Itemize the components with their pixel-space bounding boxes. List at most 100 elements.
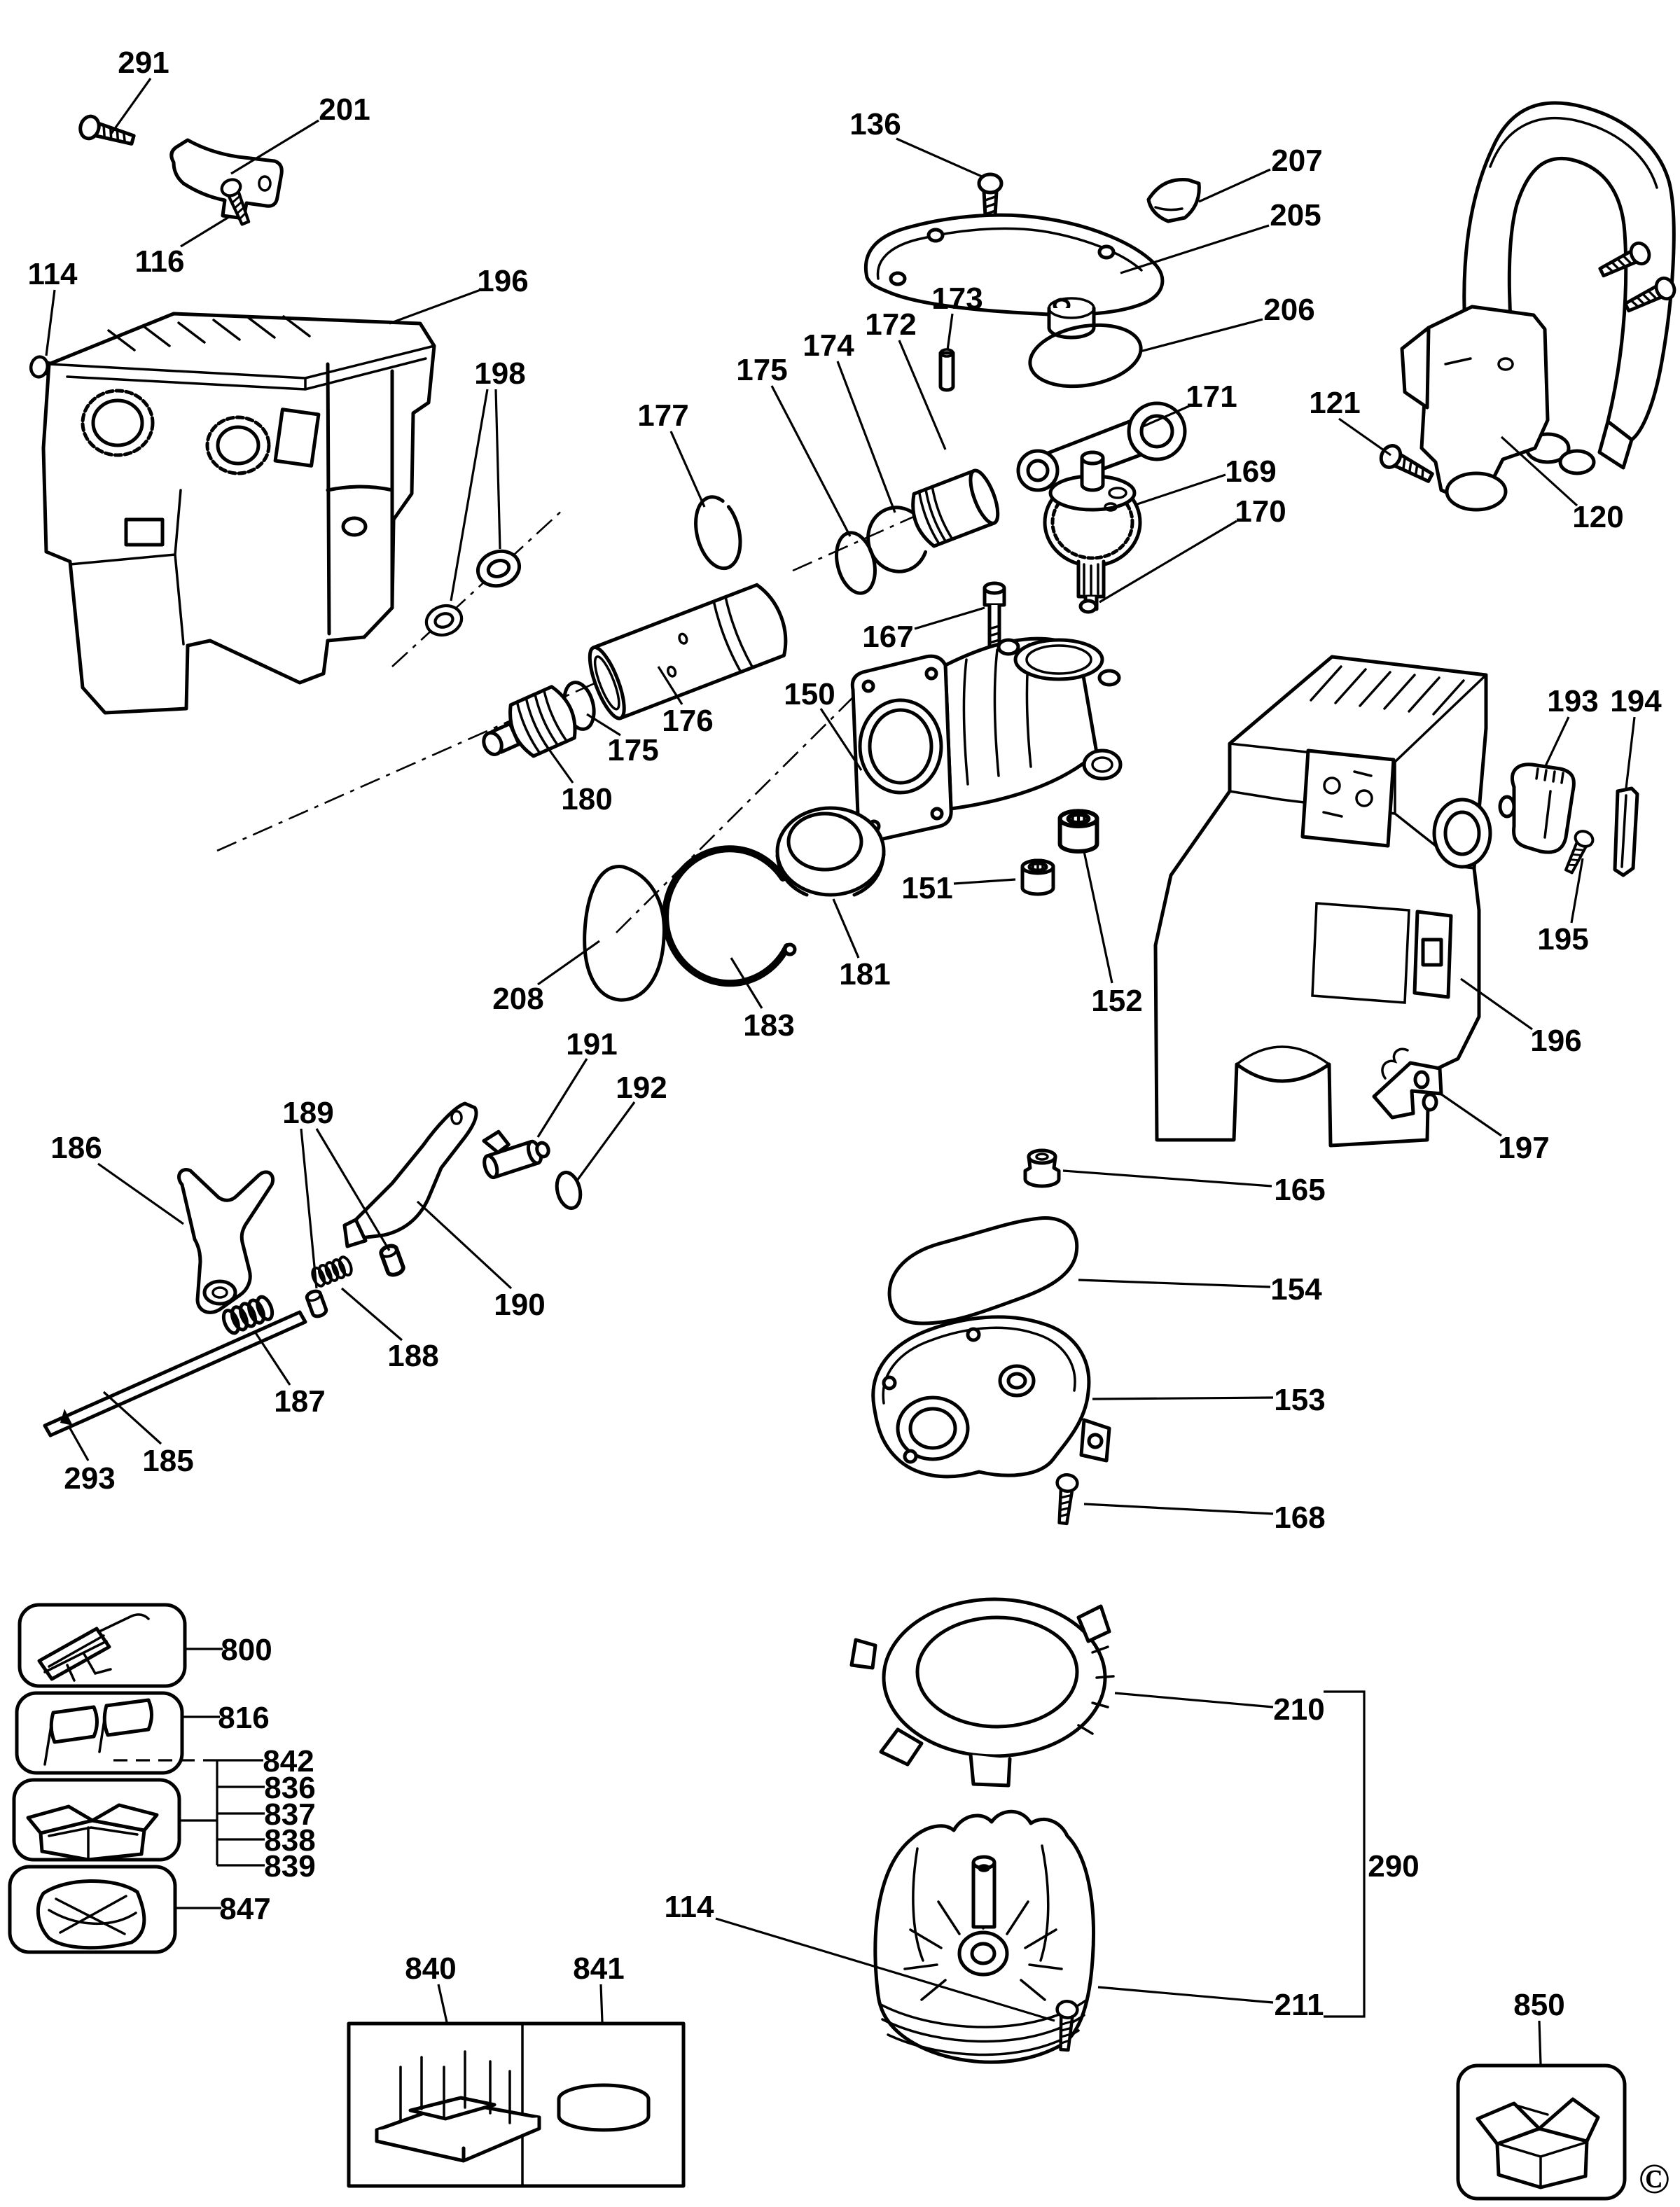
part-label-196: 196 bbox=[1530, 1024, 1581, 1058]
part-label-181: 181 bbox=[839, 957, 890, 991]
leader-line-185 bbox=[102, 1391, 162, 1445]
leader-line-293 bbox=[69, 1428, 90, 1461]
leader-line-171 bbox=[1141, 405, 1190, 429]
leader-line-176 bbox=[657, 666, 683, 705]
part-label-195: 195 bbox=[1537, 922, 1588, 956]
parts-group bbox=[8, 101, 1678, 2201]
part-label-850: 850 bbox=[1513, 1988, 1564, 2022]
leader-line-150 bbox=[819, 708, 863, 771]
screw-291 bbox=[78, 114, 136, 151]
part-label-177: 177 bbox=[637, 398, 688, 433]
bushing-189a bbox=[305, 1289, 328, 1318]
leader-line-186 bbox=[97, 1162, 184, 1225]
leader-line-194 bbox=[1625, 716, 1636, 789]
leader-lines bbox=[45, 78, 1636, 2065]
o-ring-206 bbox=[1028, 323, 1143, 389]
part-label-839: 839 bbox=[264, 1849, 315, 1884]
bearing-151 bbox=[1022, 861, 1053, 894]
part-label-211: 211 bbox=[1275, 1988, 1324, 2022]
leader-line-207 bbox=[1198, 168, 1271, 203]
kitbox-grease-gun bbox=[37, 1613, 150, 1682]
leader-line-175 bbox=[770, 385, 852, 537]
part-label-800: 800 bbox=[221, 1633, 272, 1667]
part-label-201: 201 bbox=[319, 92, 370, 127]
part-label-842: 842 bbox=[263, 1744, 314, 1778]
part-label-196: 196 bbox=[477, 264, 528, 298]
leader-line-121 bbox=[1338, 417, 1391, 457]
part-label-192: 192 bbox=[616, 1071, 667, 1105]
leader-line-170 bbox=[1099, 520, 1237, 604]
gasket-208 bbox=[583, 865, 666, 1002]
part-label-847: 847 bbox=[219, 1892, 270, 1926]
leader-line-198 bbox=[494, 389, 501, 550]
leader-line-841 bbox=[599, 1984, 604, 2023]
kitbox-carton bbox=[1476, 2097, 1600, 2189]
piston-axis bbox=[792, 506, 936, 572]
leader-line-169 bbox=[1137, 473, 1226, 506]
part-label-154: 154 bbox=[1270, 1272, 1322, 1307]
kitbox-flags bbox=[43, 1698, 153, 1766]
leader-line-850 bbox=[1538, 2020, 1542, 2065]
clamp-hole bbox=[258, 175, 272, 192]
part-label-152: 152 bbox=[1091, 984, 1142, 1018]
leader-line-197 bbox=[1438, 1091, 1502, 1137]
part-label-291: 291 bbox=[118, 46, 169, 80]
cap-207-inner bbox=[1154, 206, 1183, 211]
wire-ring-177 bbox=[694, 495, 742, 571]
leader-line-188 bbox=[340, 1287, 403, 1342]
leader-line-153 bbox=[1092, 1396, 1274, 1400]
part-label-165: 165 bbox=[1274, 1173, 1325, 1207]
bushing-189b bbox=[379, 1244, 405, 1277]
leader-line-175 bbox=[586, 713, 621, 737]
piston-pin-173 bbox=[938, 348, 955, 392]
part-label-207: 207 bbox=[1271, 144, 1322, 178]
group-290 bbox=[1324, 1690, 1366, 2018]
air-valve-191 bbox=[482, 1129, 550, 1180]
part-label-116: 116 bbox=[135, 244, 185, 279]
part-label-176: 176 bbox=[662, 704, 713, 738]
housing-left-196 bbox=[41, 312, 436, 715]
part-label-180: 180 bbox=[561, 782, 612, 816]
kitbox-816 bbox=[15, 1691, 184, 1775]
leader-line-136 bbox=[896, 137, 983, 178]
mode-lever-193 bbox=[1498, 763, 1576, 854]
leader-line-114 bbox=[715, 1917, 1055, 2022]
leader-line-152 bbox=[1083, 851, 1113, 984]
part-label-816: 816 bbox=[218, 1701, 269, 1735]
leader-line-840 bbox=[437, 1984, 448, 2023]
part-label-175: 175 bbox=[607, 733, 658, 767]
striker-axis bbox=[216, 679, 602, 852]
pin-170 bbox=[1078, 599, 1098, 614]
leader-line-196 bbox=[1460, 977, 1533, 1031]
leader-line-151 bbox=[953, 878, 1016, 885]
bearing-152 bbox=[1060, 811, 1097, 851]
leader-line-211 bbox=[1097, 1986, 1274, 2004]
part-label-187: 187 bbox=[274, 1384, 325, 1419]
leader-line-201 bbox=[230, 119, 319, 175]
part-label-167: 167 bbox=[862, 620, 913, 654]
leader-line-116 bbox=[180, 214, 232, 248]
part-label-169: 169 bbox=[1225, 454, 1276, 489]
piston-172 bbox=[911, 468, 1000, 548]
leader-line-206 bbox=[1139, 318, 1263, 353]
leader-line-198 bbox=[450, 389, 489, 601]
part-label-193: 193 bbox=[1547, 684, 1598, 718]
part-label-114: 114 bbox=[28, 257, 78, 291]
leader-line-208 bbox=[537, 940, 600, 986]
leader-line-168 bbox=[1083, 1503, 1274, 1515]
part-label-136: 136 bbox=[849, 107, 901, 141]
o-ring-175-top bbox=[835, 531, 877, 595]
part-label-290: 290 bbox=[1368, 1849, 1419, 1884]
part-label-168: 168 bbox=[1274, 1501, 1325, 1535]
part-label-198: 198 bbox=[474, 356, 525, 391]
cylinder-176 bbox=[588, 583, 788, 720]
cord-guard-197 bbox=[1372, 1047, 1443, 1120]
part-label-205: 205 bbox=[1270, 198, 1321, 232]
shift-lever-190 bbox=[342, 1101, 478, 1248]
cover-strip-194 bbox=[1613, 786, 1639, 877]
kitbox-840-841 bbox=[347, 2021, 686, 2188]
grommet-165 bbox=[1023, 1148, 1061, 1188]
